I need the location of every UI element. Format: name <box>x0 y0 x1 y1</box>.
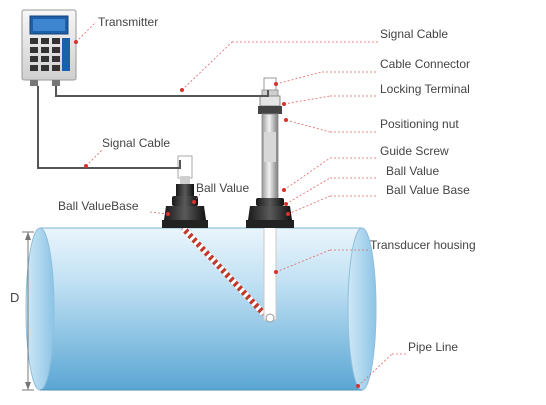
leader-lines <box>75 21 406 387</box>
label-locking-terminal: Locking Terminal <box>380 82 470 96</box>
label-diameter: D <box>10 290 20 305</box>
sound-path <box>180 225 267 317</box>
label-signal-cable-left: Signal Cable <box>102 136 171 150</box>
signal-cables <box>37 86 269 169</box>
right-insertion-assembly <box>246 77 294 228</box>
label-ball-value-right: Ball Value <box>386 164 440 178</box>
label-positioning-nut: Positioning nut <box>380 117 459 131</box>
label-pipe-line: Pipe Line <box>408 340 459 354</box>
transmitter-unit <box>21 9 77 86</box>
pipe-line-body <box>25 227 377 391</box>
leader-dots <box>74 40 360 388</box>
label-cable-connector: Cable Connector <box>380 57 471 71</box>
left-transducer-assembly <box>162 155 208 228</box>
label-ball-value-base-left: Ball ValueBase <box>58 199 139 213</box>
label-guide-screw: Guide Screw <box>380 144 449 158</box>
label-signal-cable-top: Signal Cable <box>380 27 449 41</box>
label-ball-value-base-right: Ball Value Base <box>386 183 470 197</box>
label-ball-value-left: Ball Value <box>196 181 250 195</box>
label-transmitter: Transmitter <box>98 15 159 29</box>
diameter-marker <box>22 231 34 391</box>
label-transducer-housing: Transducer housing <box>370 238 476 252</box>
